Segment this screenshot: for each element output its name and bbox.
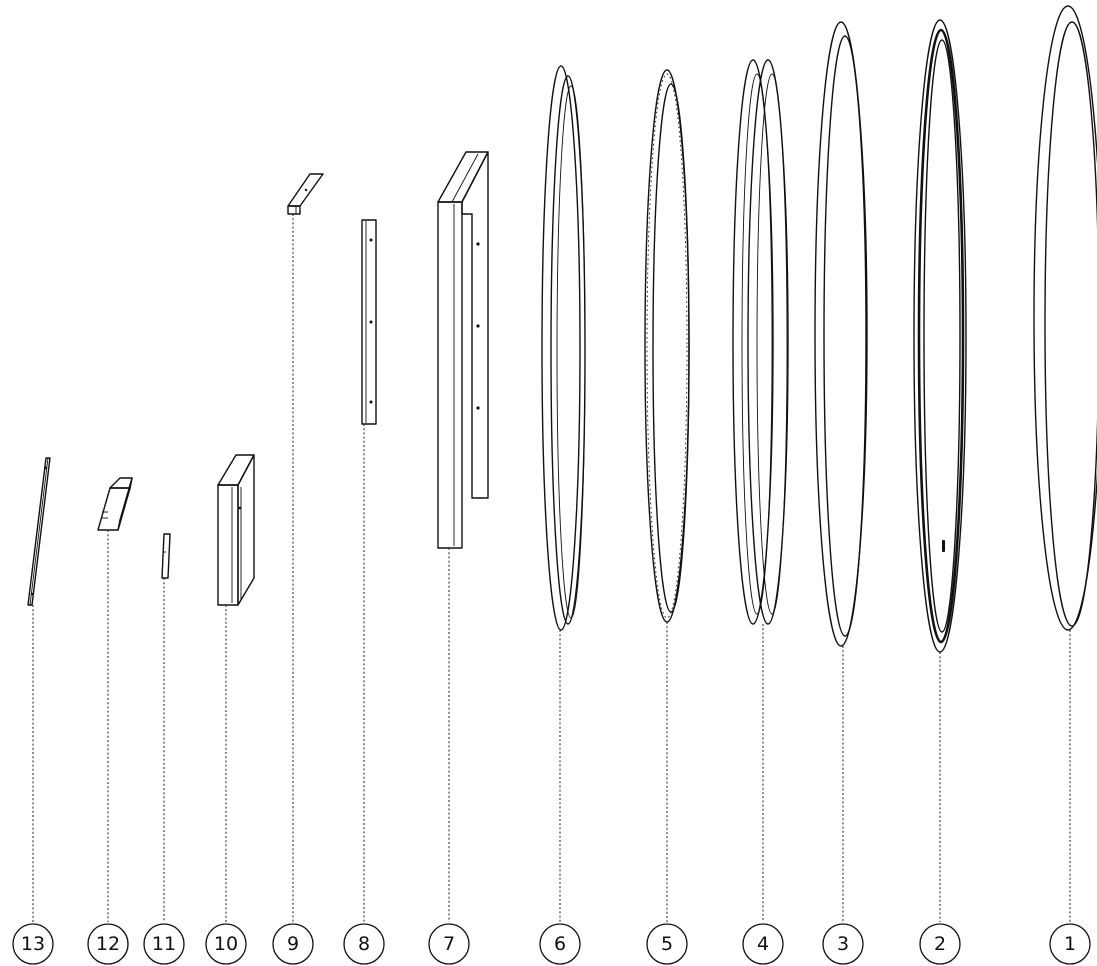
label-balloon-2: 2 (919, 923, 961, 965)
svg-text:10: 10 (214, 933, 238, 955)
label-balloon-6: 6 (539, 923, 581, 965)
part-2-mirror-glass (913, 19, 967, 922)
part-6-ring (541, 65, 586, 922)
svg-text:13: 13 (21, 933, 45, 955)
part-12-driver-module (97, 477, 133, 922)
part-3-ring (814, 21, 868, 922)
svg-text:11: 11 (152, 933, 176, 955)
svg-text:8: 8 (358, 933, 370, 955)
svg-text:1: 1 (1064, 933, 1076, 955)
part-8-rail (361, 219, 377, 922)
part-1-outer-ring (1033, 5, 1097, 922)
part-5-led-strip-ring (644, 69, 690, 922)
svg-text:12: 12 (96, 933, 120, 955)
label-balloon-1: 1 (1049, 923, 1091, 965)
label-balloon-13: 13 (12, 923, 54, 965)
part-11-switch (161, 533, 171, 922)
svg-text:7: 7 (443, 933, 455, 955)
part-4-double-ring (732, 59, 789, 922)
label-balloon-8: 8 (343, 923, 385, 965)
part-7-frame-bracket (437, 151, 489, 922)
label-balloon-11: 11 (143, 923, 185, 965)
svg-text:6: 6 (554, 933, 566, 955)
svg-text:3: 3 (837, 933, 849, 955)
label-balloon-5: 5 (646, 923, 688, 965)
svg-text:2: 2 (934, 933, 946, 955)
part-9-small-bracket (287, 173, 324, 922)
svg-text:4: 4 (757, 933, 769, 955)
svg-text:9: 9 (287, 933, 299, 955)
label-balloon-4: 4 (742, 923, 784, 965)
label-balloon-12: 12 (87, 923, 129, 965)
part-10-box-housing (217, 454, 255, 922)
label-balloon-3: 3 (822, 923, 864, 965)
part-13-back-plate (27, 457, 51, 922)
label-balloon-7: 7 (428, 923, 470, 965)
label-balloon-10: 10 (205, 923, 247, 965)
label-balloon-9: 9 (272, 923, 314, 965)
svg-text:5: 5 (661, 933, 673, 955)
